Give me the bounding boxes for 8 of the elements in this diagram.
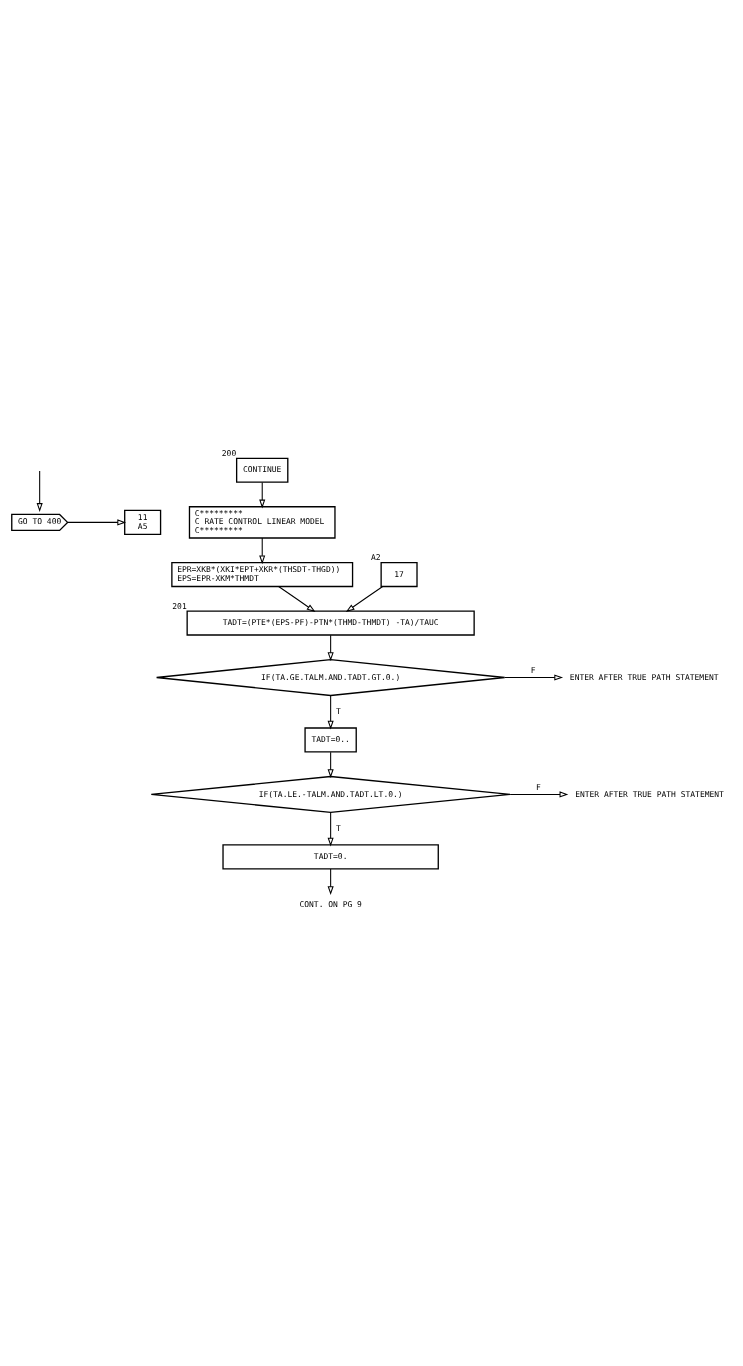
- arrow: [277, 585, 315, 612]
- arrow: [509, 790, 568, 797]
- arrow: [503, 673, 563, 681]
- arrow: [345, 585, 383, 612]
- arrow: [36, 469, 43, 512]
- arrow: [327, 811, 334, 846]
- arrow: [66, 518, 126, 525]
- arrow: [327, 694, 334, 729]
